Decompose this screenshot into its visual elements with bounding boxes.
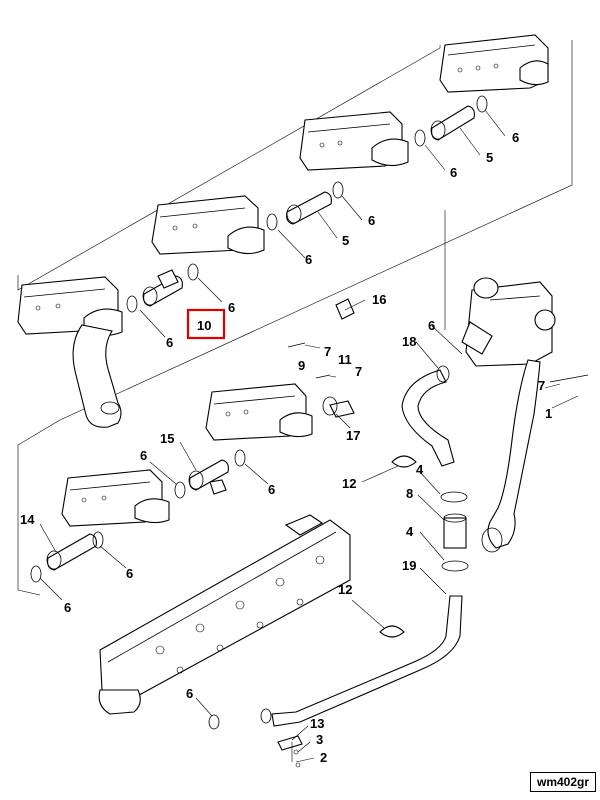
lower-manifold-section-2 xyxy=(205,383,313,441)
upper-manifold-section-1 xyxy=(17,276,123,337)
callout-5: 5 xyxy=(342,233,349,248)
callout-6: 6 xyxy=(228,300,235,315)
center-coolant-hose xyxy=(401,365,455,467)
callout-13: 13 xyxy=(310,716,324,731)
callout-5: 5 xyxy=(486,150,493,165)
callout-6: 6 xyxy=(64,600,71,615)
right-coolant-hose xyxy=(481,359,541,553)
callout-11: 11 xyxy=(338,352,352,367)
callout-6: 6 xyxy=(140,448,147,463)
callout-6: 6 xyxy=(126,566,133,581)
callout-6: 6 xyxy=(428,318,435,333)
highlight-box-10 xyxy=(186,308,226,340)
callout-17: 17 xyxy=(346,428,360,443)
callout-7: 7 xyxy=(538,378,545,393)
callout-19: 19 xyxy=(402,558,416,573)
turbo-housing xyxy=(461,277,556,367)
callout-6: 6 xyxy=(305,252,312,267)
callout-15: 15 xyxy=(160,431,174,446)
callout-6: 6 xyxy=(186,686,193,701)
upper-gasket-rings xyxy=(126,95,488,313)
callout-18: 18 xyxy=(402,334,416,349)
upper-sleeve-5b xyxy=(286,191,332,225)
callout-3: 3 xyxy=(316,732,323,747)
leader-lines xyxy=(39,109,579,763)
lower-sleeve-14 xyxy=(46,533,97,571)
callout-6: 6 xyxy=(166,335,173,350)
callout-6: 6 xyxy=(268,482,275,497)
callout-1: 1 xyxy=(545,406,552,421)
upper-manifold-section-4 xyxy=(439,34,549,93)
left-elbow-pipe xyxy=(72,324,122,428)
lower-tee-15 xyxy=(188,459,229,495)
drawing-id-tag: wm402gr xyxy=(530,772,596,792)
callout-6: 6 xyxy=(512,130,519,145)
callout-12: 12 xyxy=(338,582,352,597)
callout-6: 6 xyxy=(368,213,375,228)
coupling-stack xyxy=(440,491,469,572)
callout-4: 4 xyxy=(406,524,414,539)
cooled-manifold-body xyxy=(98,514,351,715)
upper-tee-10 xyxy=(142,269,183,307)
callout-16: 16 xyxy=(372,292,386,307)
group-boundary-lines xyxy=(17,40,573,596)
callout-4: 4 xyxy=(416,462,424,477)
callout-12: 12 xyxy=(342,476,356,491)
callout-8: 8 xyxy=(406,486,413,501)
lower-manifold-section-1 xyxy=(61,469,170,527)
callout-10: 10 xyxy=(197,318,211,333)
callout-2: 2 xyxy=(320,750,327,765)
callout-labels: 16 6 5 6 6 5 6 6 6 6 10 18 7 9 11 7 7 1 … xyxy=(20,130,552,765)
callout-7: 7 xyxy=(355,364,362,379)
upper-sleeve-5a xyxy=(430,105,475,141)
callout-9: 9 xyxy=(298,358,305,373)
upper-manifold-section-3 xyxy=(299,111,409,171)
upper-manifold-section-2 xyxy=(151,195,265,255)
callout-14: 14 xyxy=(20,512,35,527)
clamps xyxy=(277,298,417,751)
callout-7: 7 xyxy=(324,344,331,359)
callout-6: 6 xyxy=(450,165,457,180)
lower-gasket-rings xyxy=(30,449,246,730)
lower-coolant-pipe xyxy=(260,595,463,727)
